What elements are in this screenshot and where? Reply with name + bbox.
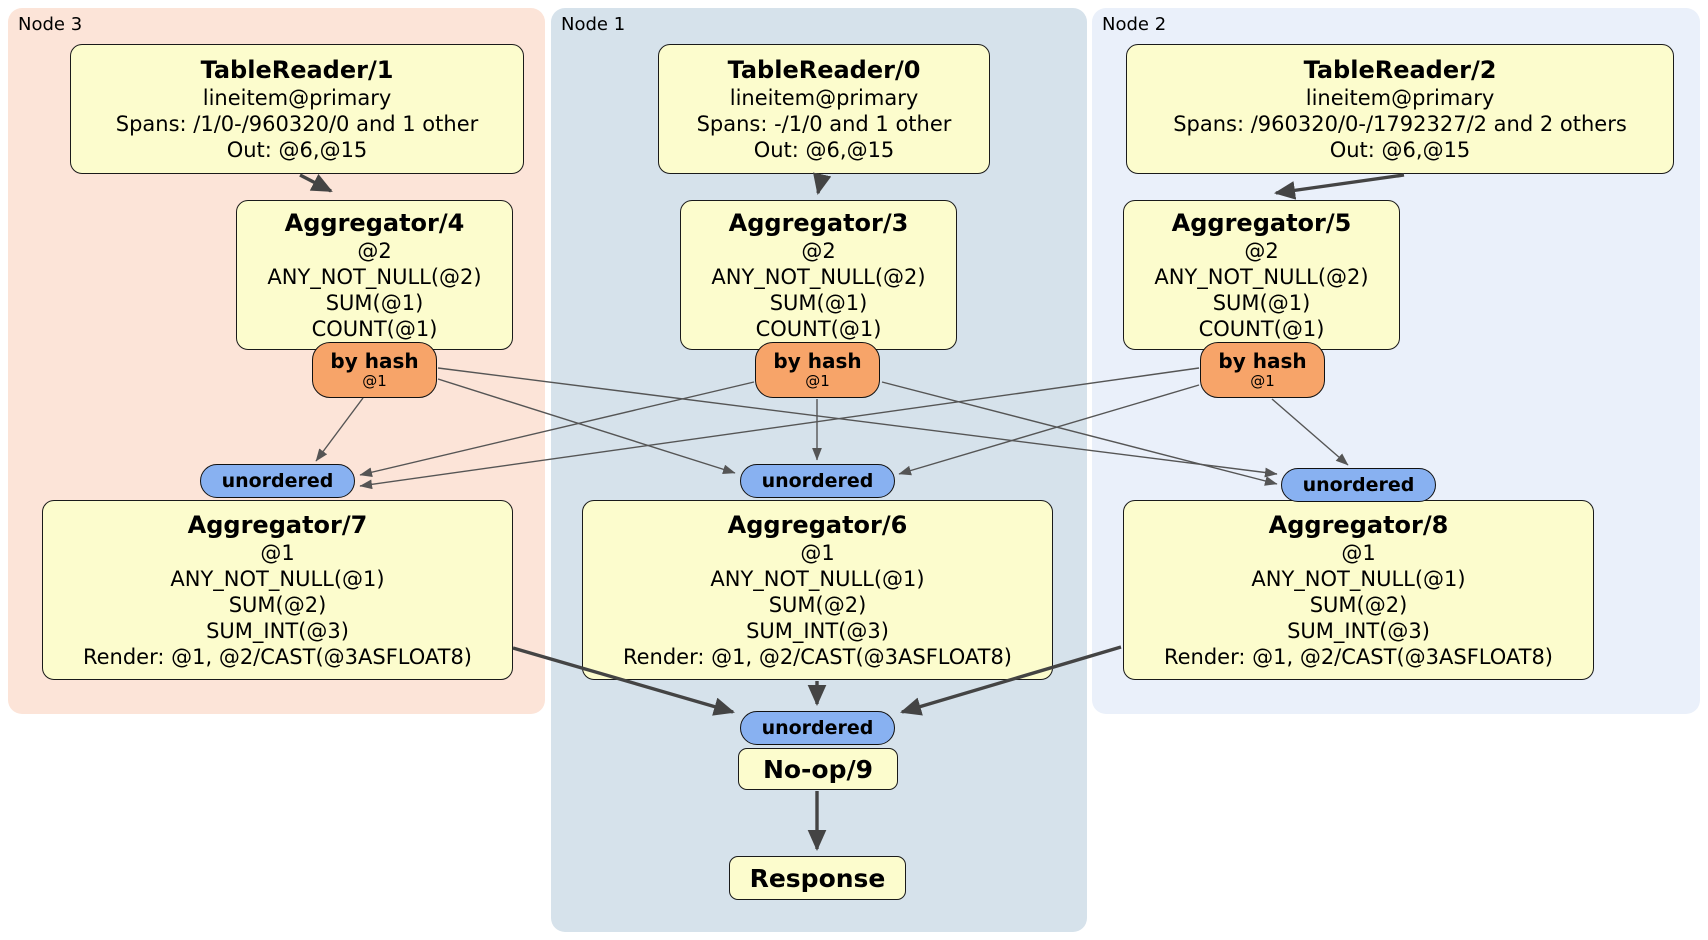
aggregator-7-box: Aggregator/7 @1 ANY_NOT_NULL(@1) SUM(@2)…: [42, 500, 513, 680]
aggregator-6-box: Aggregator/6 @1 ANY_NOT_NULL(@1) SUM(@2)…: [582, 500, 1053, 680]
noop-title: No-op/9: [762, 754, 874, 784]
table-reader-1-title: TableReader/1: [200, 55, 394, 84]
response-title: Response: [749, 863, 886, 893]
aggregator-7-expr-1: ANY_NOT_NULL(@1): [170, 566, 385, 591]
table-reader-2-title: TableReader/2: [1303, 55, 1497, 84]
aggregator-7-group-cols: @1: [260, 540, 295, 565]
aggregator-8-box: Aggregator/8 @1 ANY_NOT_NULL(@1) SUM(@2)…: [1123, 500, 1594, 680]
table-reader-0-out: Out: @6,@15: [753, 137, 895, 162]
aggregator-8-render: Render: @1, @2/CAST(@3ASFLOAT8): [1163, 644, 1554, 669]
table-reader-0-index: lineitem@primary: [729, 85, 919, 110]
sync-unordered-center-label: unordered: [761, 470, 874, 492]
aggregator-3-expr-1: ANY_NOT_NULL(@2): [711, 264, 926, 289]
table-reader-1-spans: Spans: /1/0-/960320/0 and 1 other: [115, 111, 479, 136]
sync-unordered-right: unordered: [1281, 468, 1436, 502]
aggregator-6-expr-3: SUM_INT(@3): [746, 618, 889, 643]
aggregator-6-expr-2: SUM(@2): [768, 592, 867, 617]
table-reader-2-box: TableReader/2 lineitem@primary Spans: /9…: [1126, 44, 1674, 174]
aggregator-3-group-cols: @2: [801, 238, 836, 263]
node-group-3-label: Node 3: [18, 14, 83, 35]
table-reader-0-title: TableReader/0: [727, 55, 921, 84]
hash-router-left-label: by hash: [330, 349, 419, 373]
aggregator-8-expr-3: SUM_INT(@3): [1287, 618, 1430, 643]
aggregator-5-expr-3: COUNT(@1): [1198, 316, 1325, 341]
table-reader-1-index: lineitem@primary: [202, 85, 392, 110]
aggregator-6-group-cols: @1: [800, 540, 835, 565]
hash-router-right-label: by hash: [1218, 349, 1307, 373]
table-reader-2-out: Out: @6,@15: [1329, 137, 1471, 162]
aggregator-5-group-cols: @2: [1244, 238, 1279, 263]
aggregator-4-box: Aggregator/4 @2 ANY_NOT_NULL(@2) SUM(@1)…: [236, 200, 513, 350]
hash-router-center-detail: @1: [805, 372, 830, 390]
hash-router-center-label: by hash: [773, 349, 862, 373]
aggregator-4-expr-1: ANY_NOT_NULL(@2): [267, 264, 482, 289]
table-reader-2-index: lineitem@primary: [1305, 85, 1495, 110]
table-reader-1-out: Out: @6,@15: [226, 137, 368, 162]
table-reader-0-box: TableReader/0 lineitem@primary Spans: -/…: [658, 44, 990, 174]
aggregator-3-title: Aggregator/3: [728, 208, 909, 237]
aggregator-6-expr-1: ANY_NOT_NULL(@1): [710, 566, 925, 591]
sync-unordered-left-label: unordered: [221, 470, 334, 492]
aggregator-6-render: Render: @1, @2/CAST(@3ASFLOAT8): [622, 644, 1013, 669]
aggregator-3-expr-3: COUNT(@1): [755, 316, 882, 341]
table-reader-1-box: TableReader/1 lineitem@primary Spans: /1…: [70, 44, 524, 174]
sync-unordered-right-label: unordered: [1302, 474, 1415, 496]
hash-router-right-detail: @1: [1250, 372, 1275, 390]
table-reader-2-spans: Spans: /960320/0-/1792327/2 and 2 others: [1173, 111, 1627, 136]
table-reader-0-spans: Spans: -/1/0 and 1 other: [696, 111, 952, 136]
aggregator-8-expr-2: SUM(@2): [1309, 592, 1408, 617]
response-box: Response: [729, 856, 906, 900]
hash-router-left: by hash @1: [312, 342, 437, 398]
aggregator-7-render: Render: @1, @2/CAST(@3ASFLOAT8): [82, 644, 473, 669]
hash-router-center: by hash @1: [755, 342, 880, 398]
aggregator-8-group-cols: @1: [1341, 540, 1376, 565]
aggregator-7-title: Aggregator/7: [187, 510, 368, 539]
aggregator-8-title: Aggregator/8: [1268, 510, 1449, 539]
aggregator-7-expr-2: SUM(@2): [228, 592, 327, 617]
noop-box: No-op/9: [738, 748, 898, 790]
node-group-2-label: Node 2: [1102, 14, 1167, 35]
aggregator-5-expr-2: SUM(@1): [1212, 290, 1311, 315]
aggregator-6-title: Aggregator/6: [727, 510, 908, 539]
aggregator-4-expr-2: SUM(@1): [325, 290, 424, 315]
aggregator-4-group-cols: @2: [357, 238, 392, 263]
aggregator-8-expr-1: ANY_NOT_NULL(@1): [1251, 566, 1466, 591]
aggregator-4-expr-3: COUNT(@1): [311, 316, 438, 341]
aggregator-4-title: Aggregator/4: [284, 208, 465, 237]
hash-router-right: by hash @1: [1200, 342, 1325, 398]
aggregator-3-expr-2: SUM(@1): [769, 290, 868, 315]
sync-unordered-final-label: unordered: [761, 717, 874, 739]
aggregator-7-expr-3: SUM_INT(@3): [206, 618, 349, 643]
aggregator-5-expr-1: ANY_NOT_NULL(@2): [1154, 264, 1369, 289]
hash-router-left-detail: @1: [362, 372, 387, 390]
sync-unordered-center: unordered: [740, 464, 895, 498]
sync-unordered-left: unordered: [200, 464, 355, 498]
node-group-1-label: Node 1: [561, 14, 626, 35]
sync-unordered-final: unordered: [740, 711, 895, 745]
aggregator-5-box: Aggregator/5 @2 ANY_NOT_NULL(@2) SUM(@1)…: [1123, 200, 1400, 350]
aggregator-5-title: Aggregator/5: [1171, 208, 1352, 237]
aggregator-3-box: Aggregator/3 @2 ANY_NOT_NULL(@2) SUM(@1)…: [680, 200, 957, 350]
